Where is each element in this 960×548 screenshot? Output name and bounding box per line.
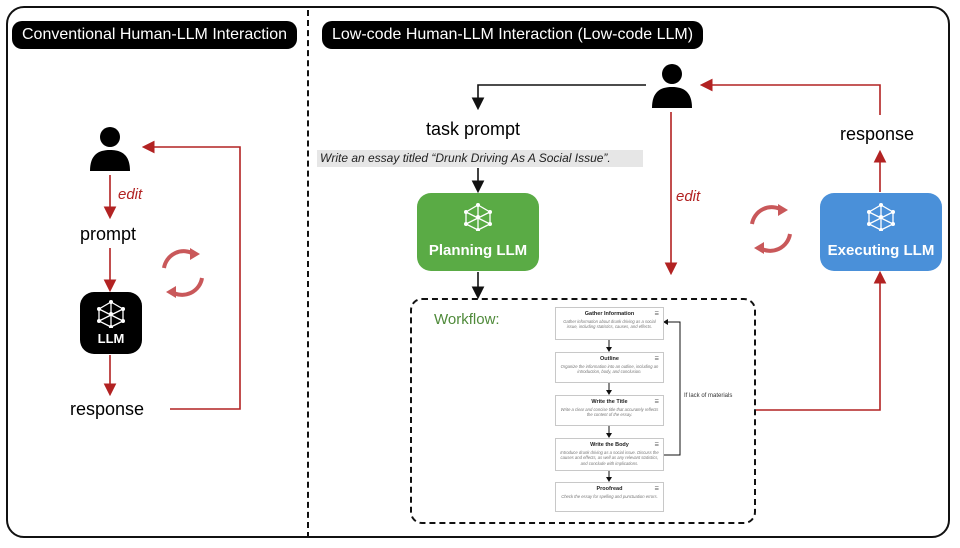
workflow-step-desc: Gather information about drunk driving a… (563, 319, 656, 330)
menu-icon[interactable]: ☰ (654, 442, 659, 448)
workflow-step-gather[interactable]: ☰ Gather Information Gather information … (555, 307, 664, 340)
executing-llm-label: Executing LLM (827, 242, 935, 259)
response-to-user-arrow (699, 78, 881, 115)
menu-icon[interactable]: ☰ (654, 486, 659, 492)
neural-network-icon (464, 203, 492, 231)
menu-icon[interactable]: ☰ (654, 399, 659, 405)
response-label-right: response (840, 124, 915, 144)
menu-icon[interactable]: ☰ (654, 356, 659, 362)
llm-node: LLM (80, 292, 142, 354)
workflow-step-title: Proofread (596, 486, 623, 492)
neural-network-icon (867, 203, 895, 231)
panel-divider (307, 10, 309, 538)
workflow-step-title: Outline (600, 356, 619, 362)
workflow-step-body[interactable]: ☰ Write the Body Introduce drunk driving… (555, 438, 664, 471)
user-to-task-arrow (471, 84, 646, 111)
response-label-left: response (70, 399, 145, 419)
workflow-step-outline[interactable]: ☰ Outline Organize the information into … (555, 352, 664, 383)
workflow-step-title-write[interactable]: ☰ Write the Title Write a clear and conc… (555, 395, 664, 426)
edit-label-left: edit (118, 186, 143, 203)
figure-frame (6, 6, 950, 538)
right-panel-title: Low-code Human-LLM Interaction (Low-code… (322, 21, 704, 49)
workflow-step-title: Gather Information (584, 311, 635, 317)
planning-llm-node: Planning LLM (417, 193, 539, 271)
workflow-label: Workflow: (434, 311, 500, 328)
planning-llm-label: Planning LLM (428, 242, 528, 259)
workflow-step-title: Write the Body (590, 442, 629, 448)
task-prompt-text: Write an essay titled “Drunk Driving As … (317, 150, 643, 167)
task-prompt-label: task prompt (426, 119, 521, 139)
user-icon (652, 64, 692, 108)
llm-label: LLM (97, 331, 125, 346)
user-icon (90, 127, 130, 171)
workflow-step-title: Write the Title (591, 399, 628, 405)
wf-loop-arrow (664, 321, 681, 456)
workflow-box (410, 298, 756, 524)
workflow-step-proofread[interactable]: ☰ Proofread Check the essay for spelling… (555, 482, 664, 512)
executing-llm-node: Executing LLM (820, 193, 942, 271)
cycle-arrows-icon (750, 204, 792, 254)
workflow-step-desc: Organize the information into an outline… (560, 364, 659, 375)
workflow-step-desc: Introduce drunk driving as a social issu… (560, 450, 659, 466)
workflow-step-desc: Check the essay for spelling and punctua… (561, 494, 658, 499)
menu-icon[interactable]: ☰ (654, 311, 659, 317)
response-feedback-arrow-left (141, 140, 241, 410)
prompt-label: prompt (80, 224, 137, 244)
loop-note: If lack of materials (684, 393, 733, 399)
left-panel-title: Conventional Human-LLM Interaction (12, 21, 298, 49)
neural-network-icon (97, 300, 125, 328)
cycle-arrows-icon (162, 248, 204, 298)
edit-label-right: edit (676, 188, 701, 205)
workflow-step-desc: Write a clear and concise title that acc… (560, 407, 659, 418)
workflow-to-executing-arrow (756, 270, 887, 411)
